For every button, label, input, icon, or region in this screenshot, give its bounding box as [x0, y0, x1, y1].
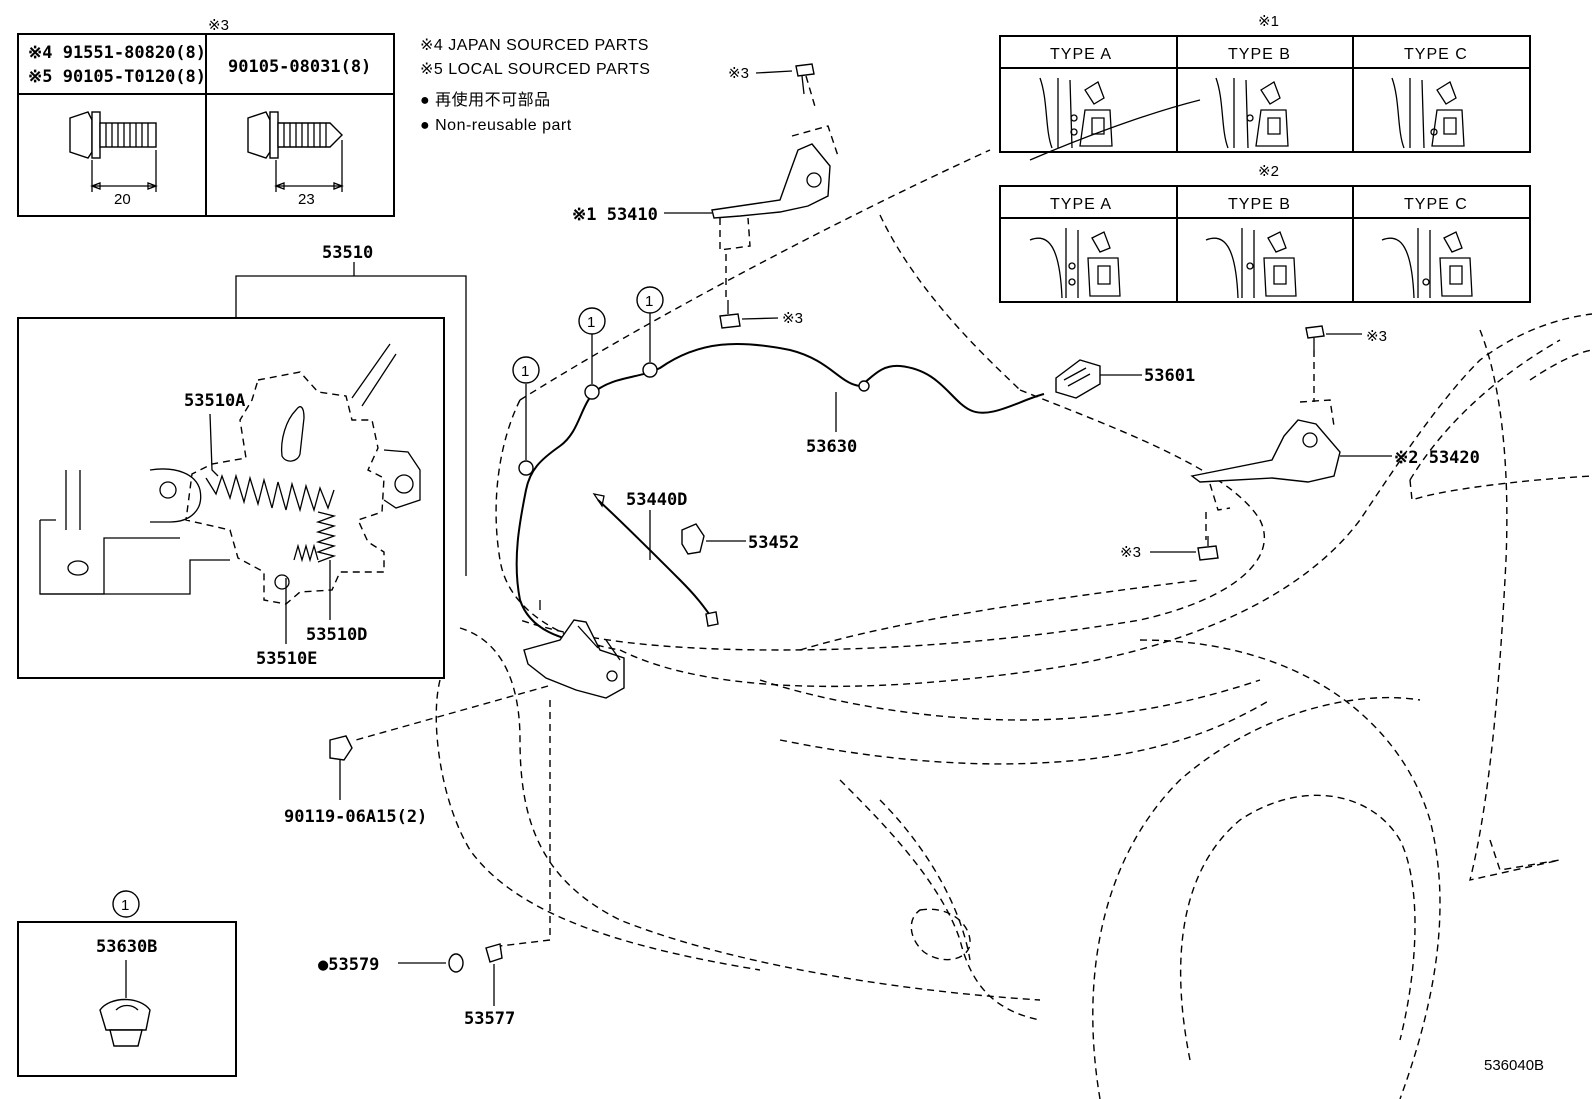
note-local-sourced: ※5 LOCAL SOURCED PARTS	[420, 61, 650, 78]
hood-release-cable	[515, 312, 1045, 647]
rod-holder-clip-icon	[681, 523, 705, 555]
marker-3-hinge-top: ※3	[728, 65, 749, 82]
cable-clamp-icon	[99, 998, 151, 1047]
type-table-1-type-a: TYPE A	[1050, 46, 1112, 63]
type-table-1-marker: ※1	[1258, 13, 1279, 30]
callout-53579: ●53579	[318, 955, 379, 975]
type-table-1-type-b: TYPE B	[1228, 46, 1291, 63]
cushion-53577-icon	[485, 943, 503, 963]
type-table-2: ※2 TYPE A TYPE B TYPE C	[999, 163, 1531, 303]
type-table-2-type-a: TYPE A	[1050, 196, 1112, 213]
flange-bolt-icon	[69, 111, 158, 192]
callout-53452: 53452	[748, 533, 799, 553]
bolt-90119-icon	[329, 735, 353, 800]
flange-bolt-tapered-icon	[247, 111, 344, 192]
callout-53630: 53630	[806, 437, 857, 457]
note-japan-sourced: ※4 JAPAN SOURCED PARTS	[420, 37, 649, 54]
callout-53420: ※2 53420	[1394, 448, 1480, 468]
hood-release-lever-icon	[1055, 359, 1101, 399]
dim-left: 20	[114, 191, 131, 208]
type-table-2-marker: ※2	[1258, 163, 1279, 180]
fastener-table-marker: ※3	[208, 17, 229, 34]
callout-53510E: 53510E	[256, 649, 317, 669]
fastener-part-common: 90105-08031(8)	[228, 57, 371, 77]
dim-right: 23	[298, 191, 315, 208]
bolt-icon	[719, 300, 741, 329]
hood-lock-assembly-icon	[39, 343, 421, 605]
circle-callout-1d: 1	[121, 897, 129, 914]
circle-callout-1a: 1	[521, 363, 529, 380]
hood-hinge-left	[711, 63, 839, 329]
bolt-icon	[795, 63, 815, 95]
hood-support-rod-icon	[592, 493, 719, 627]
note-non-reusable-en: ● Non-reusable part	[420, 117, 572, 134]
callout-53630B: 53630B	[96, 937, 157, 957]
callout-53601: 53601	[1144, 366, 1195, 386]
marker-3-rhinge-top: ※3	[1366, 328, 1387, 345]
callout-53410: ※1 53410	[572, 205, 658, 225]
vehicle-front-outline	[435, 99, 1592, 1099]
hood-lock-installed-icon	[523, 600, 625, 699]
bolt-icon	[1305, 325, 1325, 350]
hood-lock-detail: 53510 53510A 53510D	[17, 243, 467, 679]
callout-53510: 53510	[322, 243, 373, 263]
figure-code: 536040B	[1484, 1057, 1544, 1074]
clamp-detail: 1 53630B	[17, 890, 237, 1077]
callout-53510A: 53510A	[184, 391, 245, 411]
callout-90119: 90119-06A15(2)	[284, 807, 427, 827]
fastener-part-local: ※5 90105-T0120(8)	[28, 67, 206, 87]
fastener-part-japan: ※4 91551-80820(8)	[28, 43, 206, 63]
callout-53510D: 53510D	[306, 625, 367, 645]
fastener-table: ※3 ※4 91551-80820(8) ※5 90105-T0120(8) 9…	[17, 17, 395, 217]
plug-53579-icon	[448, 953, 464, 973]
note-non-reusable-jp: ● 再使用不可部品	[420, 91, 551, 109]
hood-hinge-right	[1190, 325, 1341, 561]
bolt-icon	[1197, 536, 1219, 561]
type-table-1: ※1 TYPE A TYPE B TYPE C	[999, 13, 1531, 153]
marker-3-rhinge-bottom: ※3	[1120, 544, 1141, 561]
marker-3-hinge-bottom: ※3	[782, 310, 803, 327]
circle-callout-1c: 1	[645, 293, 653, 310]
circle-callout-1b: 1	[587, 314, 595, 331]
callout-53577: 53577	[464, 1009, 515, 1029]
notes-block: ※4 JAPAN SOURCED PARTS ※5 LOCAL SOURCED …	[420, 37, 650, 134]
type-table-1-type-c: TYPE C	[1404, 46, 1468, 63]
type-table-2-type-b: TYPE B	[1228, 196, 1291, 213]
type-table-2-type-c: TYPE C	[1404, 196, 1468, 213]
callout-53440D: 53440D	[626, 490, 687, 510]
